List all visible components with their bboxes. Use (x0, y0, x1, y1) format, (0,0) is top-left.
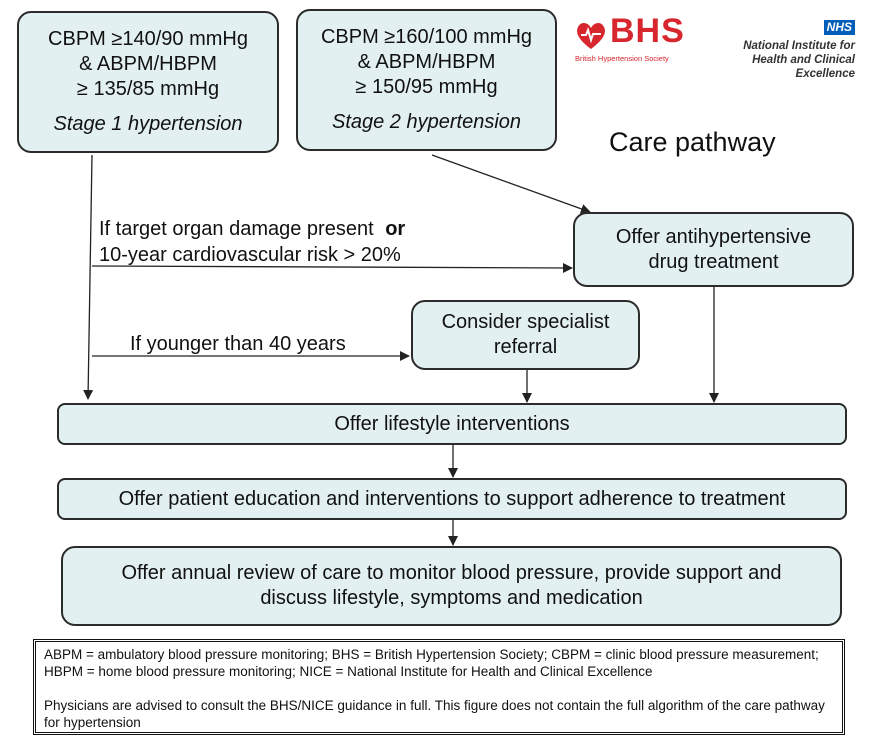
footnote-box: ABPM = ambulatory blood pressure monitor… (33, 639, 845, 735)
organ-damage-text: If target organ damage present (99, 218, 374, 240)
drug-treatment-box: Offer antihypertensive drug treatment (573, 212, 854, 287)
lifestyle-text: Offer lifestyle interventions (334, 412, 570, 435)
stage1-label: Stage 1 hypertension (53, 113, 243, 135)
education-text: Offer patient education and intervention… (118, 487, 786, 510)
or-keyword: or (385, 218, 406, 240)
heart-icon (577, 22, 605, 49)
bhs-mark: BHS (610, 12, 685, 50)
bhs-logo: BHS British Hypertension Society (575, 12, 690, 64)
specialist-referral-box: Consider specialist referral (411, 300, 640, 370)
drug-treatment-line1: Offer antihypertensive (615, 225, 812, 248)
drug-treatment-line2: drug treatment (648, 250, 779, 273)
stage1-to-lifestyle-arrow (83, 154, 94, 400)
nice-logo: NHS National Institute for Health and Cl… (695, 18, 855, 80)
annual-review-box: Offer annual review of care to monitor b… (61, 546, 842, 626)
younger-condition: If younger than 40 years (130, 333, 346, 355)
review-line2: discuss lifestyle, symptoms and medicati… (260, 587, 643, 609)
abbreviations-note: ABPM = ambulatory blood pressure monitor… (44, 647, 819, 679)
nhs-mark: NHS (823, 20, 855, 35)
review-line1: Offer annual review of care to monitor b… (121, 562, 782, 584)
education-box: Offer patient education and intervention… (57, 478, 847, 520)
stage2-criterion-2: & ABPM/HBPM (357, 51, 496, 73)
guidance-note: Physicians are advised to consult the BH… (44, 698, 825, 730)
lifestyle-box: Offer lifestyle interventions (57, 403, 847, 445)
referral-line1: Consider specialist (441, 311, 610, 333)
stage2-box: CBPM ≥160/100 mmHg & ABPM/HBPM ≥ 150/95 … (296, 9, 557, 151)
stage1-box: CBPM ≥140/90 mmHg & ABPM/HBPM ≥ 135/85 m… (17, 11, 279, 153)
stage2-criterion-1: CBPM ≥160/100 mmHg (320, 26, 533, 48)
stage2-label: Stage 2 hypertension (331, 111, 522, 133)
stage1-criterion-3: ≥ 135/85 mmHg (76, 78, 220, 100)
organ-damage-condition: If target organ damage present or (99, 217, 405, 242)
referral-line2: referral (493, 336, 558, 358)
stage2-criterion-3: ≥ 150/95 mmHg (355, 76, 498, 98)
page-title: Care pathway (609, 127, 776, 157)
stage1-criterion-2: & ABPM/HBPM (79, 53, 217, 75)
nice-name-line1: National Institute for (743, 40, 855, 52)
organ-damage-arrow (91, 262, 573, 273)
stage1-criterion-1: CBPM ≥140/90 mmHg (48, 28, 248, 50)
nice-name-line2: Health and Clinical Excellence (752, 54, 855, 80)
bhs-name: British Hypertension Society (575, 54, 669, 63)
stage2-to-drug-arrow (431, 154, 591, 214)
cv-risk-condition: 10-year cardiovascular risk > 20% (99, 244, 401, 266)
